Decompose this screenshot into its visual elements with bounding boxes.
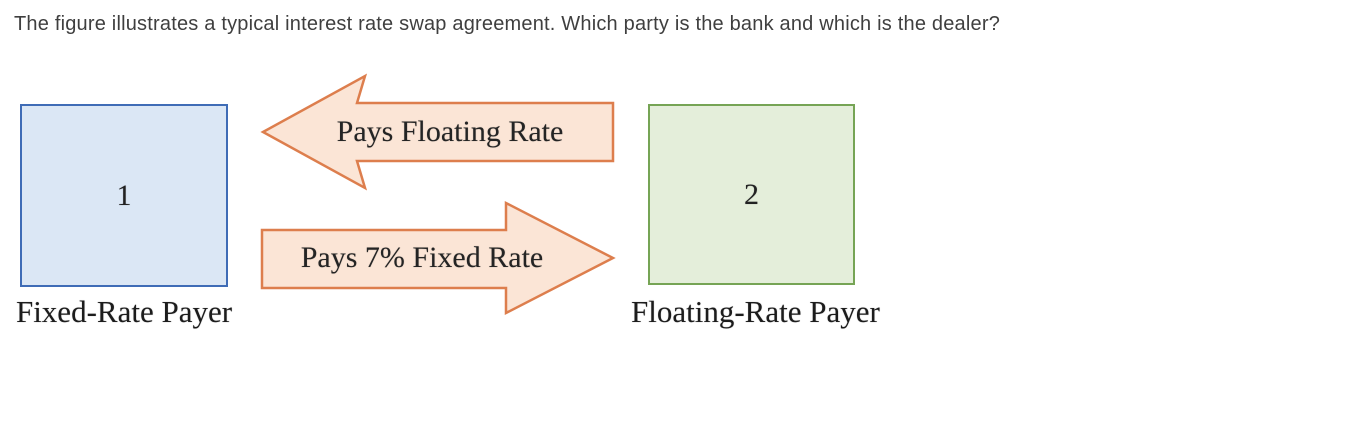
question-text: The figure illustrates a typical interes… — [14, 13, 1001, 35]
floating-rate-payer-label: Floating-Rate Payer — [631, 294, 880, 329]
left-arrow-pays-floating-icon — [260, 73, 615, 191]
pays-fixed-rate-label: Pays 7% Fixed Rate — [300, 241, 544, 274]
fixed-rate-payer-box: 1 — [20, 104, 228, 287]
pays-floating-rate-label: Pays Floating Rate — [336, 115, 564, 148]
floating-rate-payer-box: 2 — [648, 104, 855, 285]
fixed-rate-payer-label: Fixed-Rate Payer — [15, 294, 233, 329]
swap-arrows-graphic — [260, 73, 616, 316]
party1-number: 1 — [116, 178, 132, 212]
party2-number: 2 — [744, 177, 759, 211]
right-arrow-pays-fixed-icon — [260, 200, 616, 316]
